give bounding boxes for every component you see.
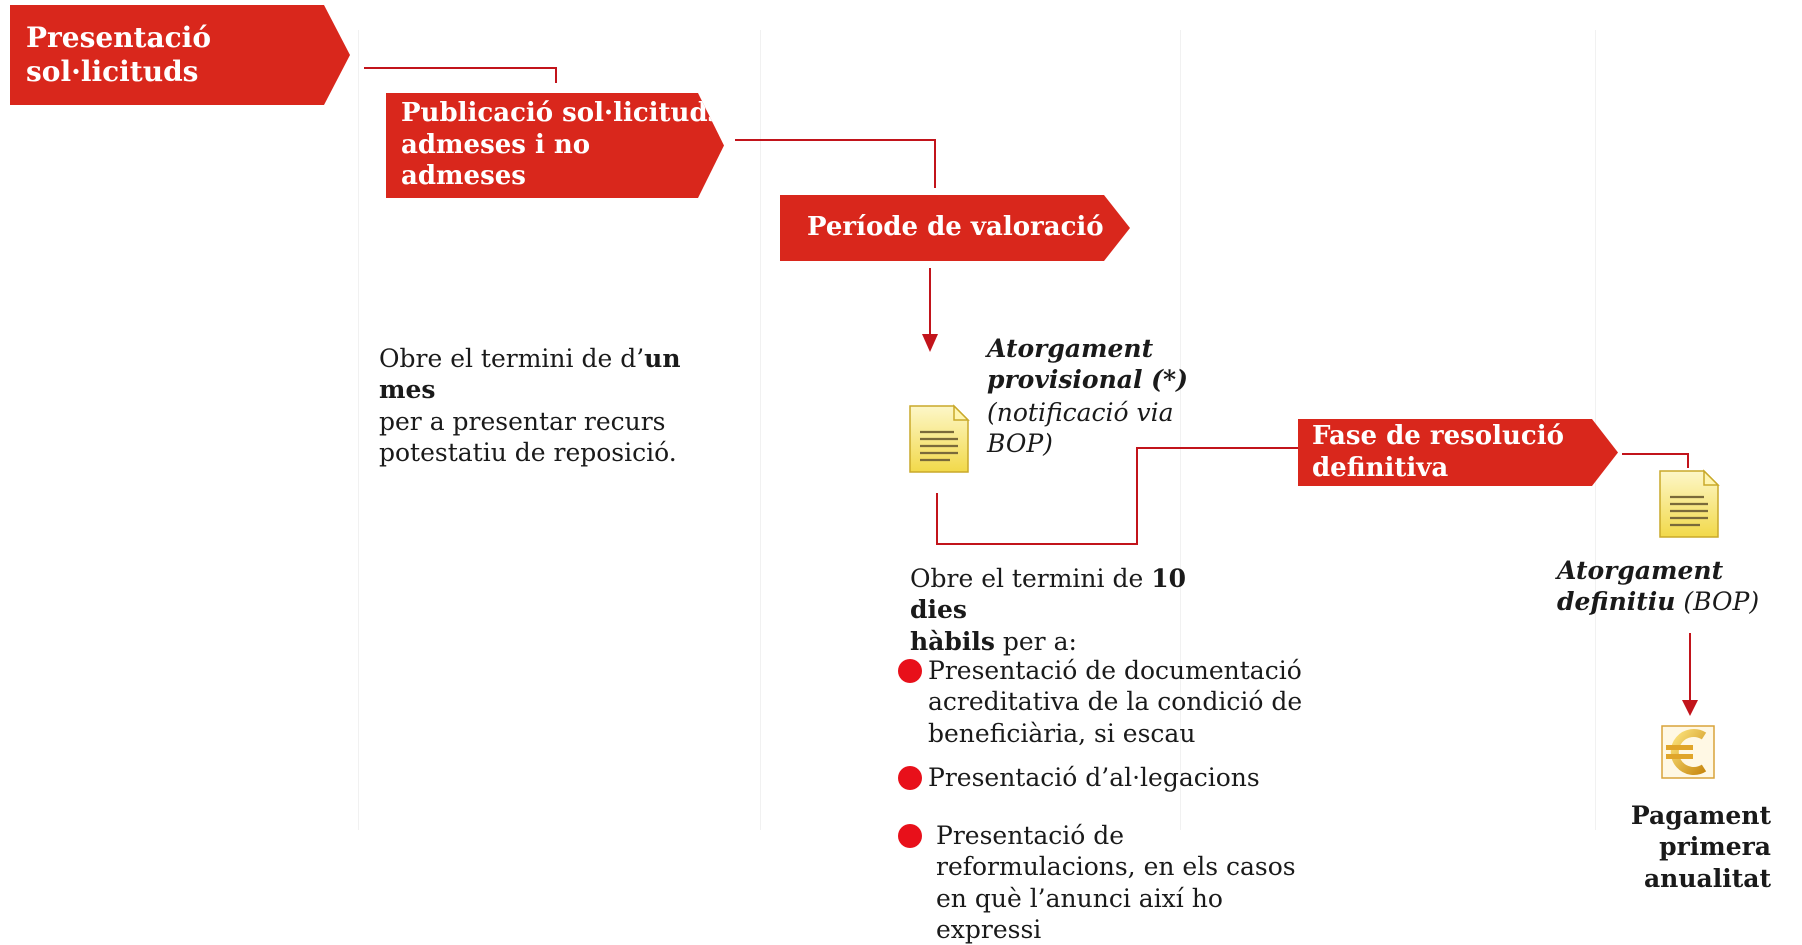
bullet-item: Presentació d’al·legacions xyxy=(898,762,1260,793)
connector-line xyxy=(364,67,557,83)
bullet-item: Presentació de reformulacions, en els ca… xyxy=(898,820,1296,945)
step-fase-resolucio: Fase de resolució definitiva xyxy=(1298,419,1618,486)
column-guide xyxy=(1180,30,1181,830)
document-icon xyxy=(1659,469,1720,538)
connector-line xyxy=(1622,453,1689,468)
step-label: Període de valoració xyxy=(807,212,1104,243)
column-guide xyxy=(760,30,761,830)
bullet-dot xyxy=(898,766,922,790)
atorgament-provisional-title: Atorgament provisional (*) xyxy=(987,334,1188,395)
connector-line xyxy=(936,447,1298,545)
document-icon xyxy=(909,404,970,473)
note-recurs-reposicio: Obre el termini de d’un mes per a presen… xyxy=(379,344,681,467)
step-label: Fase de resolució definitiva xyxy=(1312,420,1564,483)
bullet-text: Presentació de documentació acreditativa… xyxy=(928,656,1303,748)
step-presentacio-solicituds: Presentació sol·licituds xyxy=(10,5,350,105)
step-publicacio-solicituds: Publicació sol·licituds admeses i no adm… xyxy=(386,93,724,198)
arrowhead xyxy=(922,334,938,352)
atorgament-provisional-sub: (notificació via BOP) xyxy=(987,398,1174,459)
bullet-text: Presentació d’al·legacions xyxy=(928,763,1260,792)
column-guide xyxy=(358,30,359,830)
pagament-primera-anualitat: Pagament primera anualitat xyxy=(1630,801,1771,893)
atorgament-definitiu-label: Atorgament definitiu (BOP) xyxy=(1557,556,1760,617)
step-label: Presentació sol·licituds xyxy=(26,20,211,88)
bullet-dot xyxy=(898,659,922,683)
bullet-item: Presentació de documentació acreditativa… xyxy=(898,655,1302,749)
arrowhead xyxy=(1682,700,1698,716)
bullet-dot xyxy=(898,824,922,848)
connector-line xyxy=(735,139,936,188)
step-label: Publicació sol·licituds admeses i no adm… xyxy=(401,97,723,192)
bullet-text: Presentació de reformulacions, en els ca… xyxy=(936,821,1296,944)
euro-icon xyxy=(1661,725,1715,779)
step-periode-valoracio: Període de valoració xyxy=(780,195,1130,261)
